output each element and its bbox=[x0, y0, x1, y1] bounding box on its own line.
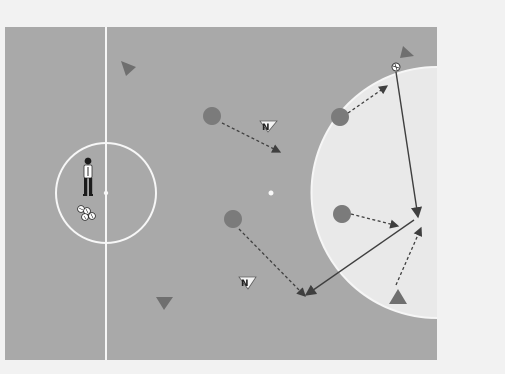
lower-n-label: N bbox=[241, 279, 249, 289]
lower-left-circle-player-icon bbox=[224, 210, 242, 228]
left-center-mark bbox=[104, 191, 108, 195]
upper-left-circle-player-icon bbox=[203, 107, 221, 125]
upper-right-circle-player-icon bbox=[331, 108, 349, 126]
upper-n-label: N bbox=[262, 123, 270, 133]
lower-right-circle-player-icon bbox=[333, 205, 351, 223]
center-mark bbox=[269, 191, 274, 196]
ball-icon bbox=[392, 63, 400, 71]
